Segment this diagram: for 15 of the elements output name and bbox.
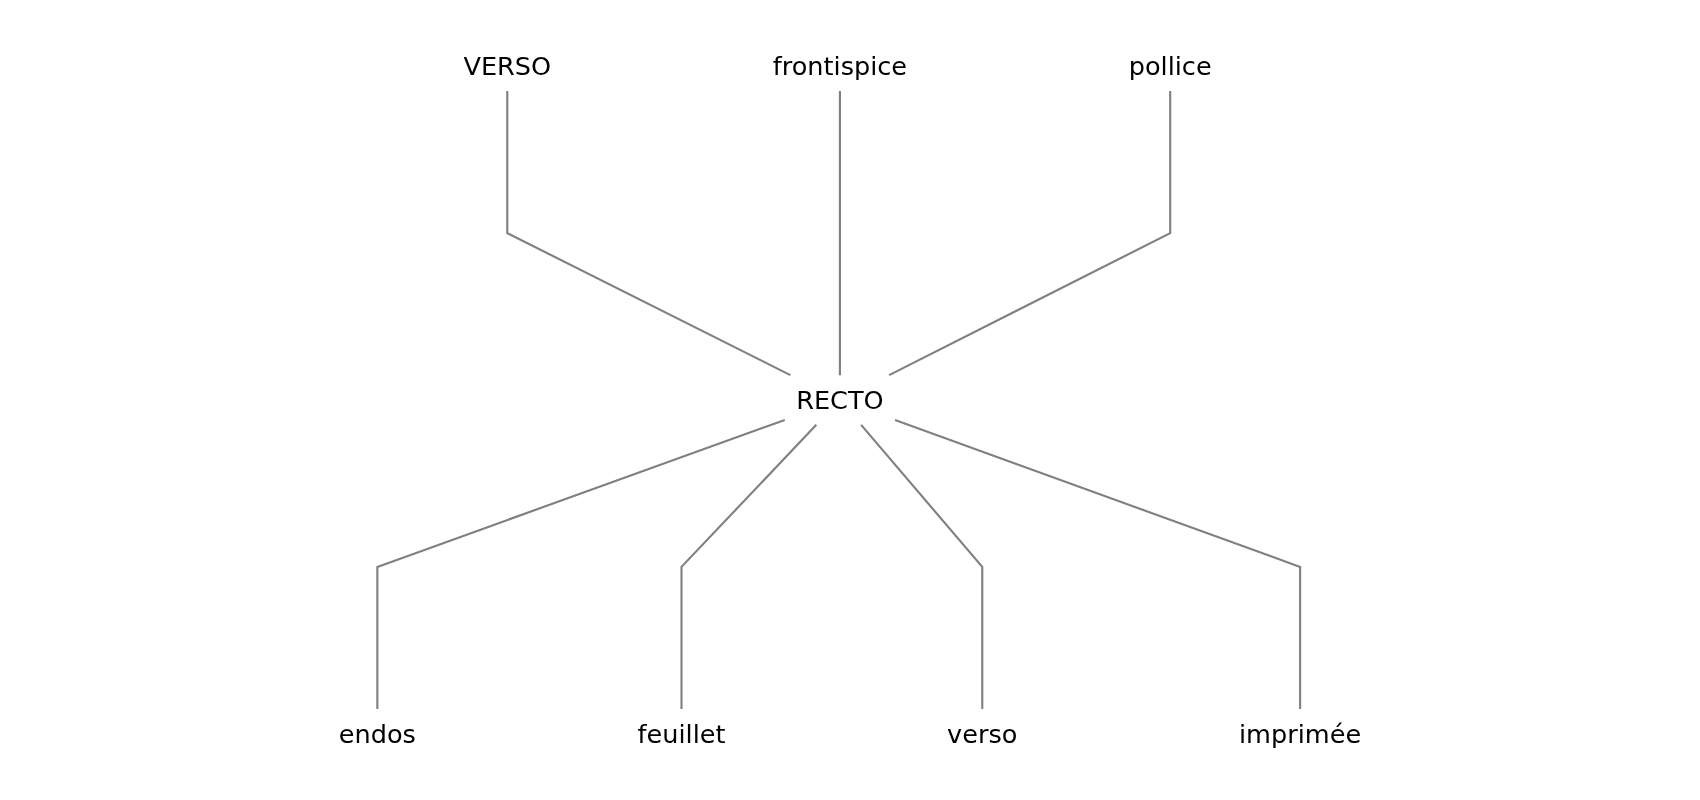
node-text: VERSO xyxy=(463,51,552,82)
node-text: endos xyxy=(338,718,416,749)
node-text: imprimée xyxy=(1239,718,1362,749)
connector xyxy=(506,91,791,377)
connector xyxy=(680,424,818,709)
connector xyxy=(860,424,984,709)
connector xyxy=(888,91,1172,377)
connector xyxy=(376,418,786,709)
node-text: feuillet xyxy=(637,718,726,749)
connector xyxy=(894,419,1302,709)
node-text: verso xyxy=(947,718,1018,749)
node-text: frontispice xyxy=(772,51,908,82)
connector xyxy=(838,91,841,376)
node-text: pollice xyxy=(1128,51,1212,82)
node-text: RECTO xyxy=(796,385,884,415)
